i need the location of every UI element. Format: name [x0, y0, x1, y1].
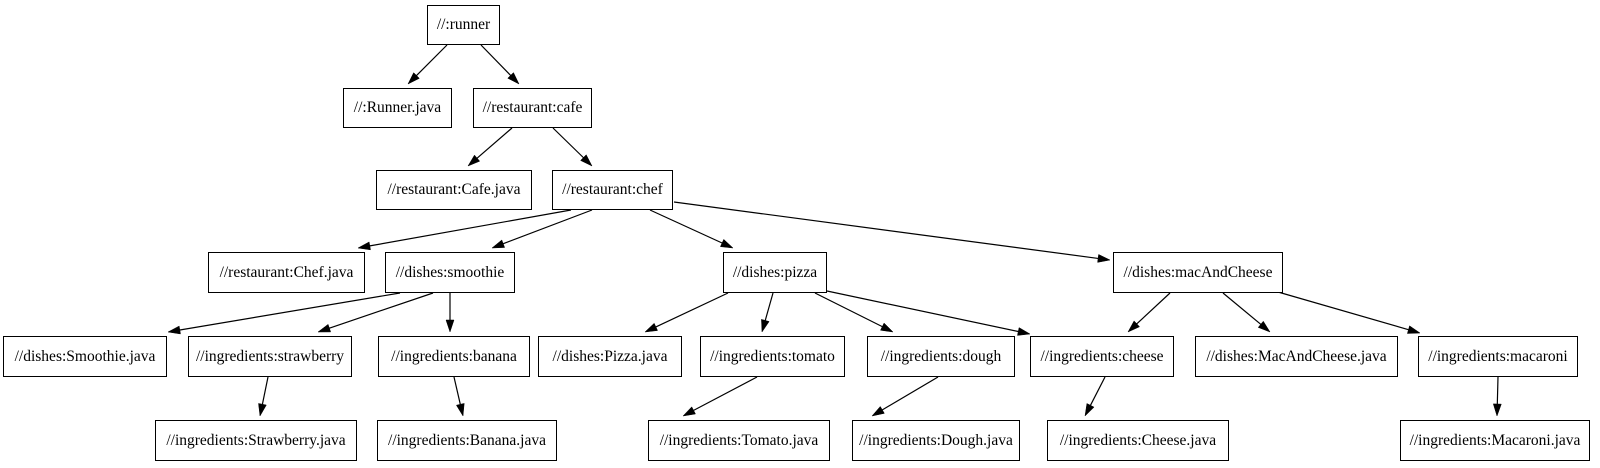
graph-node-mac-java: //dishes:MacAndCheese.java	[1195, 336, 1398, 377]
graph-node-macaroni: //ingredients:macaroni	[1418, 336, 1578, 377]
graph-edge-pizza-to-cheese	[826, 290, 1019, 333]
graph-node-cafe-java: //restaurant:Cafe.java	[376, 170, 532, 210]
arrowhead-icon	[258, 403, 267, 417]
arrowhead-icon	[1492, 403, 1502, 417]
graph-edge-strawberry-to-strawberry-java	[261, 376, 269, 405]
graph-edge-cheese-to-cheese-java	[1089, 376, 1106, 406]
arrowhead-icon	[445, 319, 455, 333]
arrowhead-icon	[644, 322, 658, 333]
graph-node-mac-and-cheese: //dishes:macAndCheese	[1113, 252, 1283, 293]
arrowhead-icon	[1407, 325, 1421, 334]
arrowhead-icon	[456, 403, 465, 417]
arrowhead-icon	[357, 241, 371, 251]
graph-edge-chef-to-chef-java	[369, 209, 572, 247]
graph-edge-pizza-to-dough	[814, 292, 883, 328]
graph-edge-chef-to-smoothie	[503, 209, 593, 245]
graph-node-pizza-java: //dishes:Pizza.java	[538, 336, 682, 377]
arrowhead-icon	[1084, 403, 1095, 417]
graph-node-runner-java: //:Runner.java	[343, 88, 452, 128]
graph-edge-mac-and-cheese-to-cheese	[1136, 292, 1171, 325]
graph-node-tomato-java: //ingredients:Tomato.java	[648, 420, 830, 461]
arrowhead-icon	[871, 406, 885, 417]
arrowhead-icon	[491, 239, 505, 249]
graph-edge-pizza-to-tomato	[764, 292, 774, 321]
graph-edge-chef-to-mac-and-cheese	[673, 201, 1099, 260]
arrowhead-icon	[1127, 320, 1140, 333]
graph-edge-macaroni-to-macaroni-java	[1496, 376, 1499, 405]
graph-node-dough-java: //ingredients:Dough.java	[852, 420, 1020, 461]
graph-edge-cafe-to-cafe-java	[476, 127, 513, 159]
arrowhead-icon	[580, 154, 593, 167]
arrowhead-icon	[467, 154, 481, 167]
arrowhead-icon	[1257, 320, 1271, 333]
graph-node-tomato: //ingredients:tomato	[700, 336, 845, 377]
graph-node-smoothie: //dishes:smoothie	[385, 252, 515, 293]
arrowhead-icon	[880, 322, 894, 333]
arrowhead-icon	[317, 323, 331, 333]
graph-edge-runner-to-cafe	[480, 44, 512, 76]
graph-node-runner: //:runner	[427, 5, 500, 45]
arrowhead-icon	[761, 319, 770, 333]
graph-edge-smoothie-to-strawberry	[329, 292, 434, 329]
graph-edge-banana-to-banana-java	[453, 376, 461, 405]
graph-node-dough: //ingredients:dough	[867, 336, 1015, 377]
graph-node-macaroni-java: //ingredients:Macaroni.java	[1400, 420, 1590, 461]
arrowhead-icon	[1017, 327, 1031, 336]
graph-edge-smoothie-to-smoothie-java	[179, 292, 401, 331]
graph-node-chef: //restaurant:chef	[552, 170, 673, 210]
arrowhead-icon	[1097, 254, 1111, 263]
arrowhead-icon	[167, 325, 181, 335]
graph-node-pizza: //dishes:pizza	[723, 252, 827, 293]
arrowhead-icon	[720, 238, 734, 249]
graph-node-strawberry-java: //ingredients:Strawberry.java	[155, 420, 357, 461]
graph-node-cheese: //ingredients:cheese	[1030, 336, 1174, 377]
graph-node-strawberry: //ingredients:strawberry	[188, 336, 352, 377]
graph-node-cheese-java: //ingredients:Cheese.java	[1047, 420, 1229, 461]
graph-node-banana: //ingredients:banana	[378, 336, 530, 377]
graph-node-smoothie-java: //dishes:Smoothie.java	[3, 336, 167, 377]
graph-node-chef-java: //restaurant:Chef.java	[208, 252, 365, 293]
arrowhead-icon	[507, 72, 520, 85]
graph-edge-mac-and-cheese-to-mac-java	[1222, 292, 1262, 325]
graph-edge-pizza-to-pizza-java	[655, 292, 729, 328]
graph-edge-cafe-to-chef	[552, 127, 584, 159]
graph-node-banana-java: //ingredients:Banana.java	[377, 420, 557, 461]
arrowhead-icon	[407, 72, 420, 85]
graph-edge-runner-to-runner-java	[416, 44, 448, 76]
arrowhead-icon	[682, 406, 696, 417]
graph-edge-chef-to-pizza	[649, 209, 723, 244]
graph-edge-dough-to-dough-java	[882, 376, 939, 411]
graph-edge-tomato-to-tomato-java	[693, 376, 758, 411]
graph-node-cafe: //restaurant:cafe	[473, 88, 592, 128]
graph-edge-mac-and-cheese-to-macaroni	[1277, 291, 1409, 331]
